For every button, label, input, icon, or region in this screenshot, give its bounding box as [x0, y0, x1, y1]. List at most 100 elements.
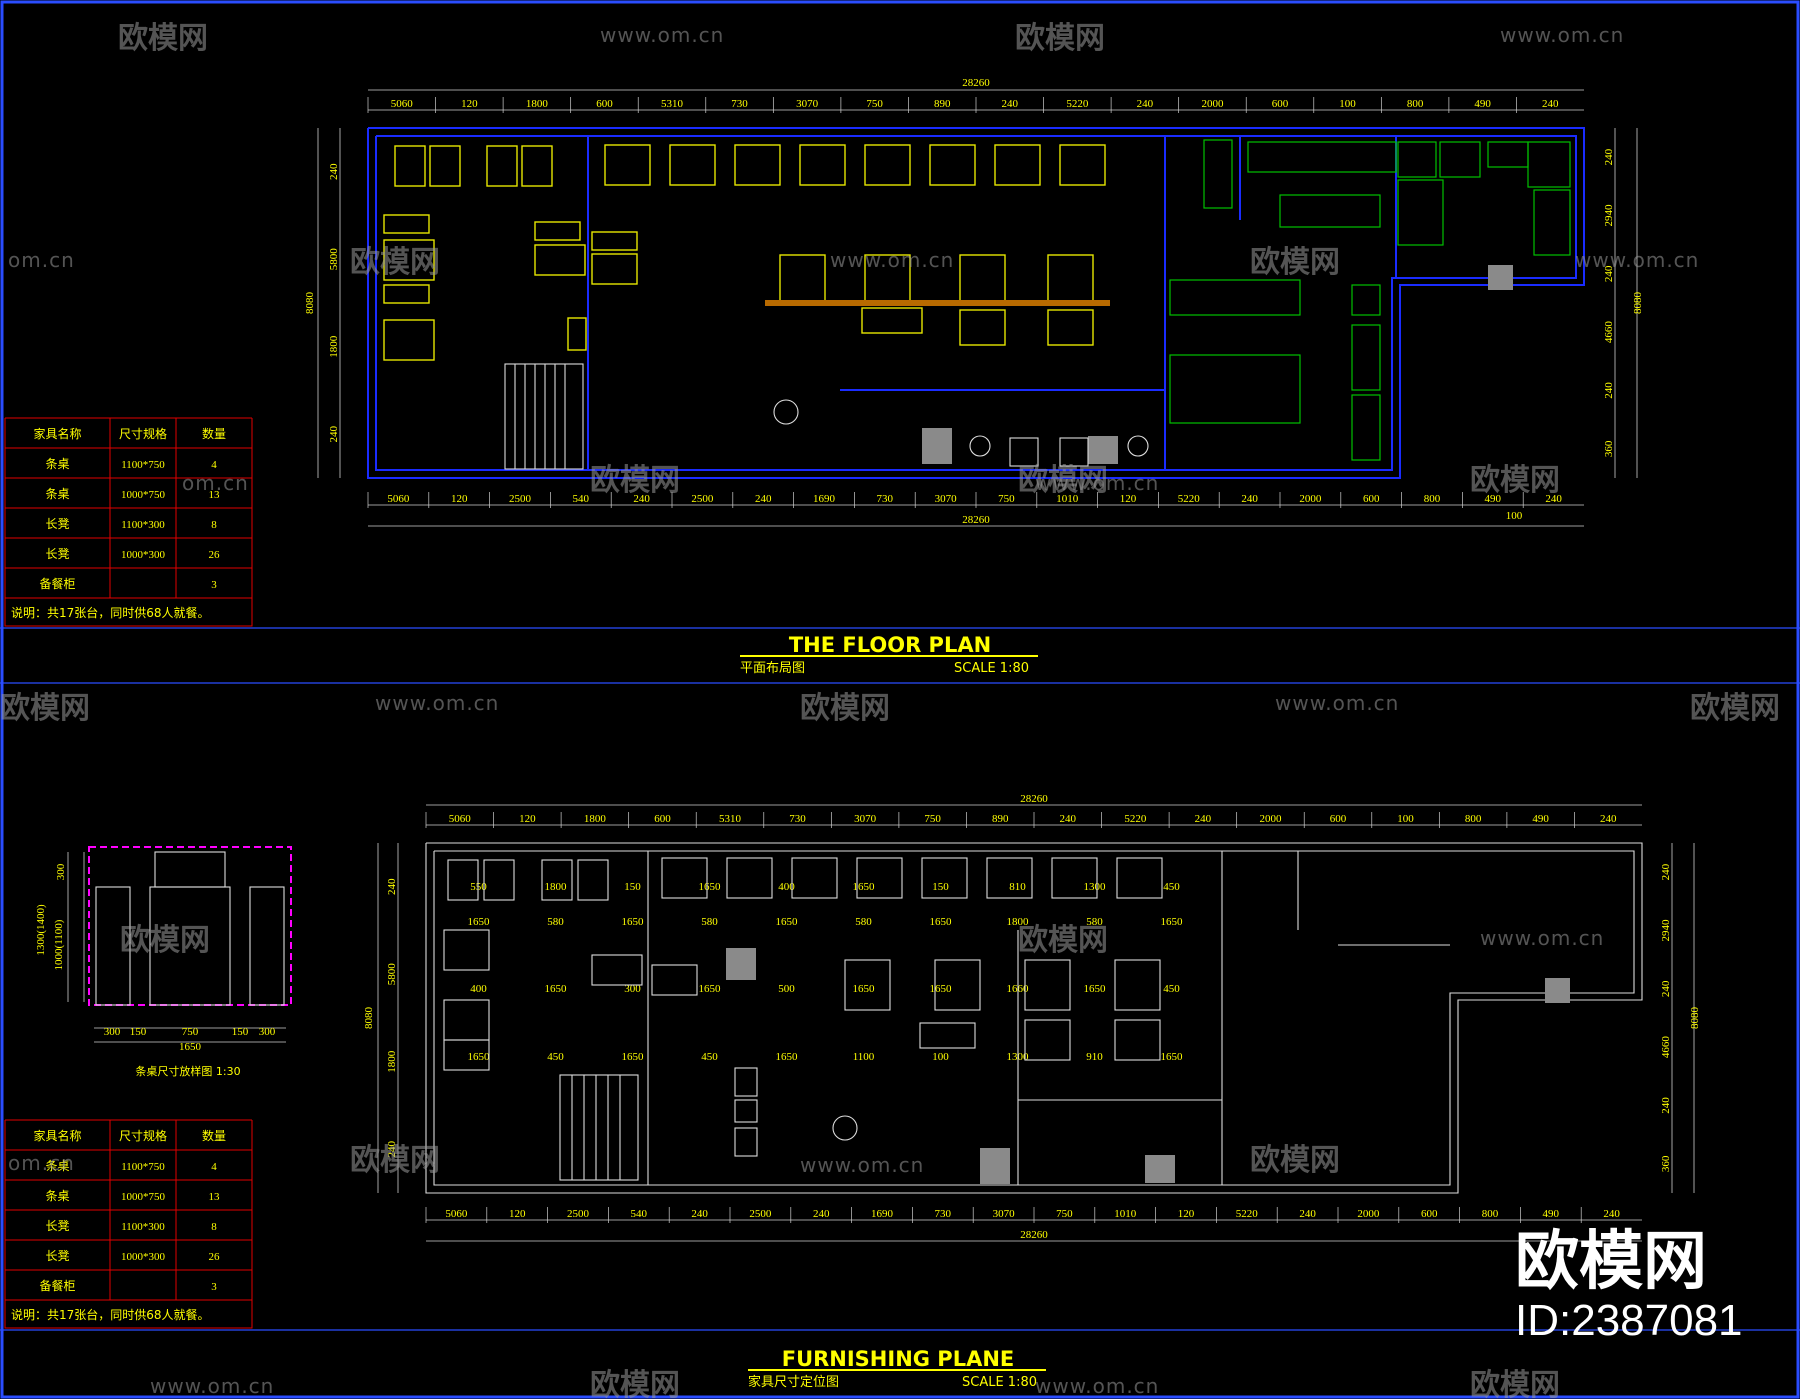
dimension-label: 800 [1424, 493, 1441, 505]
table [443, 929, 490, 971]
dimension-label: 120 [1178, 1208, 1195, 1220]
watermark-url: www.om.cn [1480, 926, 1604, 950]
right-total-height: 8080 [1689, 1007, 1701, 1030]
dimension-label: 1800 [584, 813, 607, 825]
dimension-label: 2500 [749, 1208, 772, 1220]
furniture-dimension: 1650 [853, 881, 876, 893]
furnishing-plan-scale: SCALE 1:80 [962, 1375, 1037, 1390]
brand-logo-text: 欧模网 [1515, 1225, 1707, 1297]
watermark-url: www.om.cn [1035, 1374, 1159, 1398]
table [1024, 959, 1071, 1011]
table-cell: 13 [209, 489, 221, 501]
table-cell: 长凳 [45, 1218, 69, 1233]
dimension-label: 1800 [526, 98, 549, 110]
furniture-dimension: 450 [701, 1051, 718, 1063]
watermark-logo: 欧模网 [590, 463, 680, 498]
dimension-label: 750 [866, 98, 883, 110]
watermark-url: www.om.cn [600, 23, 724, 47]
table-note-cell [4, 1299, 253, 1329]
watermark-logo: 欧模网 [1015, 21, 1105, 56]
dimension-label: 5060 [387, 493, 410, 505]
table [486, 145, 518, 187]
dimension-label: 5220 [1178, 493, 1201, 505]
toilet [1059, 437, 1089, 467]
watermark-logo: 欧模网 [1250, 245, 1340, 280]
dimension-label: 750 [924, 813, 941, 825]
table-header: 数量 [202, 1128, 226, 1143]
watermark-url: www.om.cn [1035, 471, 1159, 495]
table [1024, 1019, 1071, 1061]
chair [734, 1067, 758, 1097]
bench [534, 221, 581, 241]
table [521, 145, 553, 187]
detail-caption: 条桌尺寸放样图 1:30 [135, 1064, 240, 1078]
dimension-label: 5060 [449, 813, 472, 825]
brand-id: ID:2387081 [1515, 1296, 1743, 1345]
table-header: 尺寸规格 [119, 1128, 167, 1143]
total-width-bottom: 28260 [962, 514, 990, 526]
banquette-tables [394, 144, 1106, 187]
dimension-label: 1690 [813, 493, 836, 505]
dimension-label: 540 [631, 1208, 648, 1220]
dimension-label: 5060 [445, 1208, 468, 1220]
watermark-logo: 欧模网 [1470, 1368, 1560, 1399]
sink [1145, 1155, 1175, 1183]
watermark-logo: 欧模网 [118, 21, 208, 56]
equipment [1397, 141, 1437, 178]
detail-dim: 300 [259, 1026, 276, 1038]
dimension-label: 3070 [854, 813, 877, 825]
dimension-label: 240 [1603, 148, 1615, 165]
inner-wall [375, 135, 1577, 471]
left-total-height: 8080 [304, 292, 316, 315]
dimension-label: 100 [1397, 813, 1414, 825]
bench-left [95, 886, 131, 1006]
dimension-label: 100 [1339, 98, 1356, 110]
table [1114, 1019, 1161, 1061]
dimension-label: 240 [328, 163, 340, 180]
dimension-label: 730 [877, 493, 894, 505]
table-cell: 1100*750 [121, 459, 165, 471]
dimension-label: 2000 [1357, 1208, 1380, 1220]
dimension-label: 3070 [935, 493, 958, 505]
table [929, 144, 976, 186]
table-cell: 3 [211, 579, 217, 591]
watermark-url-partial: om.cn [8, 1151, 75, 1175]
dimension-label: 1690 [871, 1208, 894, 1220]
table [483, 859, 515, 901]
equipment [1439, 141, 1481, 178]
cabinet [567, 317, 587, 351]
bench-top [154, 851, 226, 888]
table [934, 959, 981, 1011]
table [1051, 857, 1098, 899]
dimension-label: 2500 [509, 493, 532, 505]
dimension-label: 240 [755, 493, 772, 505]
table-cell: 26 [209, 549, 221, 561]
watermark-logo: 欧模网 [1470, 463, 1560, 498]
bench-right [249, 886, 285, 1006]
furniture-dimension: 1800 [545, 881, 568, 893]
dimension-label: 2000 [1299, 493, 1322, 505]
watermark-url: www.om.cn [1575, 248, 1699, 272]
dimension-label: 240 [1299, 1208, 1316, 1220]
dimension-label: 1010 [1056, 493, 1079, 505]
dimension-label: 360 [1660, 1155, 1672, 1172]
dimension-label: 240 [386, 878, 398, 895]
dimension-label: 240 [386, 1141, 398, 1158]
furniture-dimension: 1650 [699, 881, 722, 893]
dimension-label: 890 [934, 98, 951, 110]
restroom-fixtures [773, 399, 1149, 467]
furniture-dimension: 580 [855, 916, 872, 928]
table-top [149, 886, 231, 1006]
dimension-label: 5800 [328, 248, 340, 271]
table [726, 857, 773, 899]
table [534, 244, 586, 276]
watermark-url: www.om.cn [375, 691, 499, 715]
watermark-logo: 欧模网 [350, 1143, 440, 1178]
table-cell: 备餐柜 [39, 1278, 75, 1293]
detail-dim: 750 [182, 1026, 199, 1038]
